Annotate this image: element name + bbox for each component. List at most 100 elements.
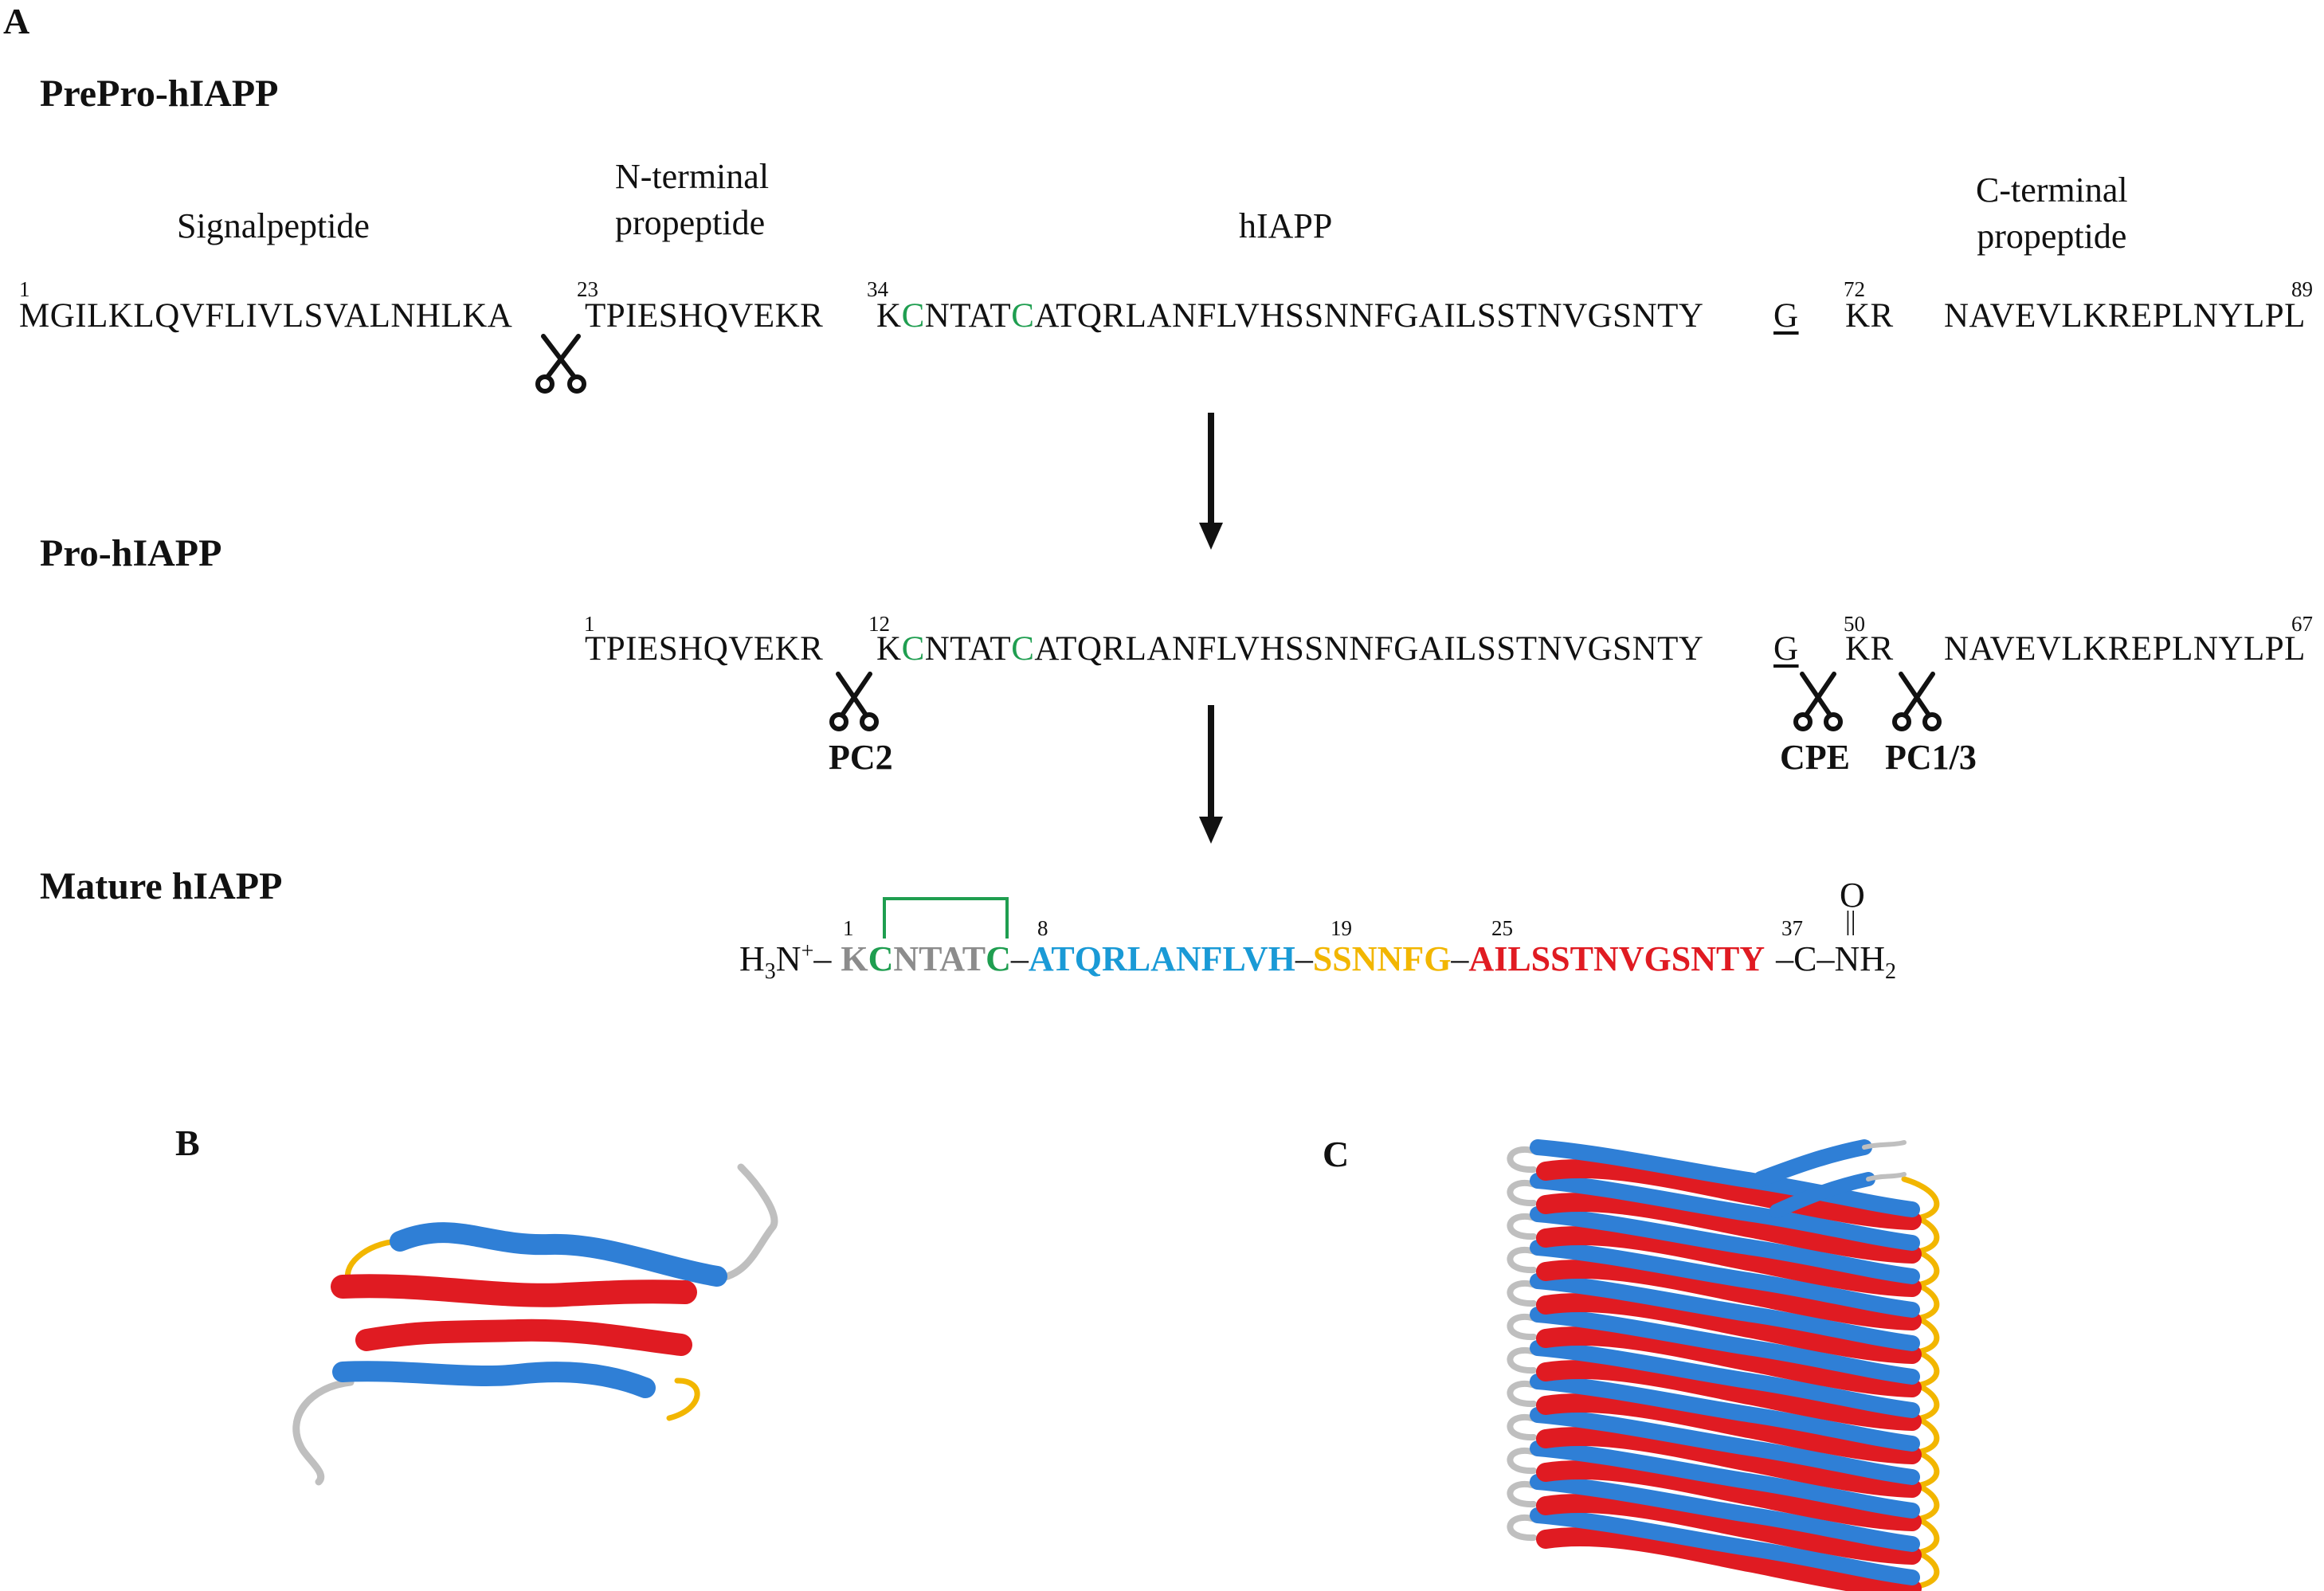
fibril-blue-strand: [1530, 1240, 1920, 1318]
pro-position-67: 67: [2291, 612, 2313, 636]
fibril-yellow-loop: [1901, 1176, 1940, 1222]
fibril-grey-loop: [1507, 1279, 1541, 1307]
fibril-blue-strand: [1530, 1507, 1920, 1585]
prepro-position-23: 23: [577, 277, 598, 301]
title-pro-hiapp: Pro-hIAPP: [40, 532, 222, 574]
pro-kr: KR: [1845, 630, 1894, 668]
prepro-n-propeptide-sequence: TPIESHQVEKR: [585, 297, 824, 335]
fibril-blue-strand: [1530, 1206, 1920, 1284]
fibril-blue-strand: [1530, 1407, 1920, 1485]
prepro-position-1: 1: [19, 277, 30, 301]
dash-n-terminus: –: [813, 939, 832, 978]
label-hiapp: hIAPP: [1239, 206, 1333, 245]
prepro-position-72: 72: [1844, 277, 1865, 301]
n-terminus-n: N: [775, 939, 801, 978]
fibril-blue-strand: [1530, 1273, 1920, 1351]
disulfide-bridge: [883, 897, 1009, 939]
enzyme-pc2-label: PC2: [829, 738, 893, 777]
fibril-blue-strand: [1530, 1340, 1920, 1418]
scissors-icon-signal-cleavage: [535, 334, 586, 394]
fibril-grey-loop: [1507, 1213, 1541, 1240]
fibril-top-grey-tail-1: [1862, 1140, 1907, 1150]
segment-red: AILSSTNVGSNTY: [1468, 939, 1766, 978]
prepro-hiapp-k: K: [876, 297, 902, 335]
fibril-red-strand: [1536, 1226, 1922, 1297]
pro-position-12: 12: [868, 612, 890, 636]
mature-position-37: 37: [1781, 916, 1803, 940]
arrow-pro-to-mature: [1199, 705, 1223, 844]
fibril-blue-strand: [1530, 1139, 1920, 1217]
scissors-icon-cpe: [1793, 672, 1843, 731]
fibril-red-strand: [1536, 1260, 1922, 1330]
residue-c7: C: [986, 939, 1011, 978]
segment-blue: ATQRLANFLVH: [1028, 939, 1295, 978]
label-n-terminal-propeptide: N-terminal propeptide: [615, 154, 769, 246]
fibril-blue-strand: [1530, 1440, 1920, 1519]
fibril-top-grey-tail-2: [1866, 1172, 1907, 1181]
panel-label-a: A: [3, 1, 30, 41]
title-prepro-hiapp: PrePro-hIAPP: [40, 72, 279, 115]
segment-yellow: SSNNFG: [1312, 939, 1452, 978]
fibril-grey-loop: [1507, 1346, 1541, 1374]
residues-ntat: NTAT: [893, 939, 986, 978]
fibril-red-strand: [1536, 1427, 1922, 1498]
n-terminus-h: H: [739, 939, 765, 978]
mature-position-25: 25: [1491, 916, 1513, 940]
mature-position-19: 19: [1331, 916, 1352, 940]
label-c-terminal-propeptide: C-terminal propeptide: [1976, 167, 2128, 260]
n-terminus-subscript-3: 3: [764, 958, 776, 984]
title-mature-hiapp: Mature hIAPP: [40, 865, 283, 907]
fibril-grey-loop: [1507, 1514, 1541, 1542]
fibril-grey-loop: [1507, 1447, 1541, 1475]
enzyme-cpe-label: CPE: [1780, 738, 1850, 777]
fibril-blue-strand: [1530, 1307, 1920, 1385]
mature-position-1: 1: [843, 916, 854, 940]
c-terminus-amide: –C–NH: [1776, 939, 1886, 978]
pro-position-50: 50: [1844, 612, 1865, 636]
pro-position-1: 1: [584, 612, 595, 636]
fibril-blue-strand: [1530, 1474, 1920, 1552]
pro-hiapp-rest: ATQRLANFLVHSSNNFGAILSSTNVGSNTY: [1034, 630, 1704, 668]
pro-glycine: G: [1773, 630, 1799, 668]
panel-label-c: C: [1323, 1134, 1350, 1174]
fibril-grey-loop: [1507, 1246, 1541, 1274]
label-n-terminal-line1: N-terminal: [615, 157, 770, 196]
label-c-terminal-line2: propeptide: [1977, 217, 2127, 256]
prepro-signal-sequence: MGILKLQVFLIVLSVALNHLKA: [19, 297, 513, 335]
fibril-red-strand: [1536, 1159, 1922, 1230]
fibril-red-strand: [1536, 1360, 1922, 1431]
mature-position-8: 8: [1037, 916, 1048, 940]
fibril-grey-loop: [1507, 1146, 1541, 1174]
prepro-cysteine-2: C: [901, 297, 925, 335]
fibril-red-strand: [1536, 1527, 1922, 1591]
label-c-terminal-line1: C-terminal: [1976, 170, 2128, 210]
label-signal-peptide: Signalpeptide: [177, 206, 370, 245]
pro-hiapp-k: K: [876, 630, 902, 668]
scissors-icon-pc13: [1892, 672, 1942, 731]
dash-4: –: [1451, 939, 1469, 978]
mature-hiapp-sequence: H3N+–KCNTATC–ATQRLANFLVH–SSNNFG–AILSSTNV…: [739, 939, 1896, 985]
fibril-blue-strand: [1530, 1374, 1920, 1452]
fibril-grey-loop: [1507, 1313, 1541, 1341]
monomer-structure: [292, 1163, 778, 1486]
residue-k1: K: [841, 939, 868, 978]
pro-cysteine-2: C: [901, 630, 925, 668]
dash-3: –: [1295, 939, 1313, 978]
pro-c-propeptide-sequence: NAVEVLKREPLNYLPL: [1944, 630, 2306, 668]
fibril-red-strand: [1536, 1193, 1922, 1264]
pro-hiapp-ntat: NTAT: [924, 630, 1012, 668]
arrow-prepro-to-pro: [1199, 413, 1223, 550]
fibril-grey-loop: [1507, 1380, 1541, 1408]
pro-n-propeptide-sequence: TPIESHQVEKR: [585, 630, 824, 668]
pro-hiapp-sequence: KCNTATCATQRLANFLVHSSNNFGAILSSTNVGSNTY: [876, 629, 1703, 668]
fibril-grey-loop: [1507, 1179, 1541, 1207]
prepro-glycine: G: [1773, 297, 1799, 335]
fibril-top-blue-strand-1: [1753, 1139, 1872, 1187]
fibril-red-strand: [1536, 1393, 1922, 1464]
prepro-position-89: 89: [2291, 277, 2313, 301]
fibril-red-strand: [1536, 1293, 1922, 1364]
panel-label-b: B: [175, 1123, 200, 1163]
prepro-kr: KR: [1845, 297, 1894, 335]
prepro-hiapp-ntat: NTAT: [924, 297, 1012, 335]
c-terminus-subscript-2: 2: [1885, 958, 1897, 984]
